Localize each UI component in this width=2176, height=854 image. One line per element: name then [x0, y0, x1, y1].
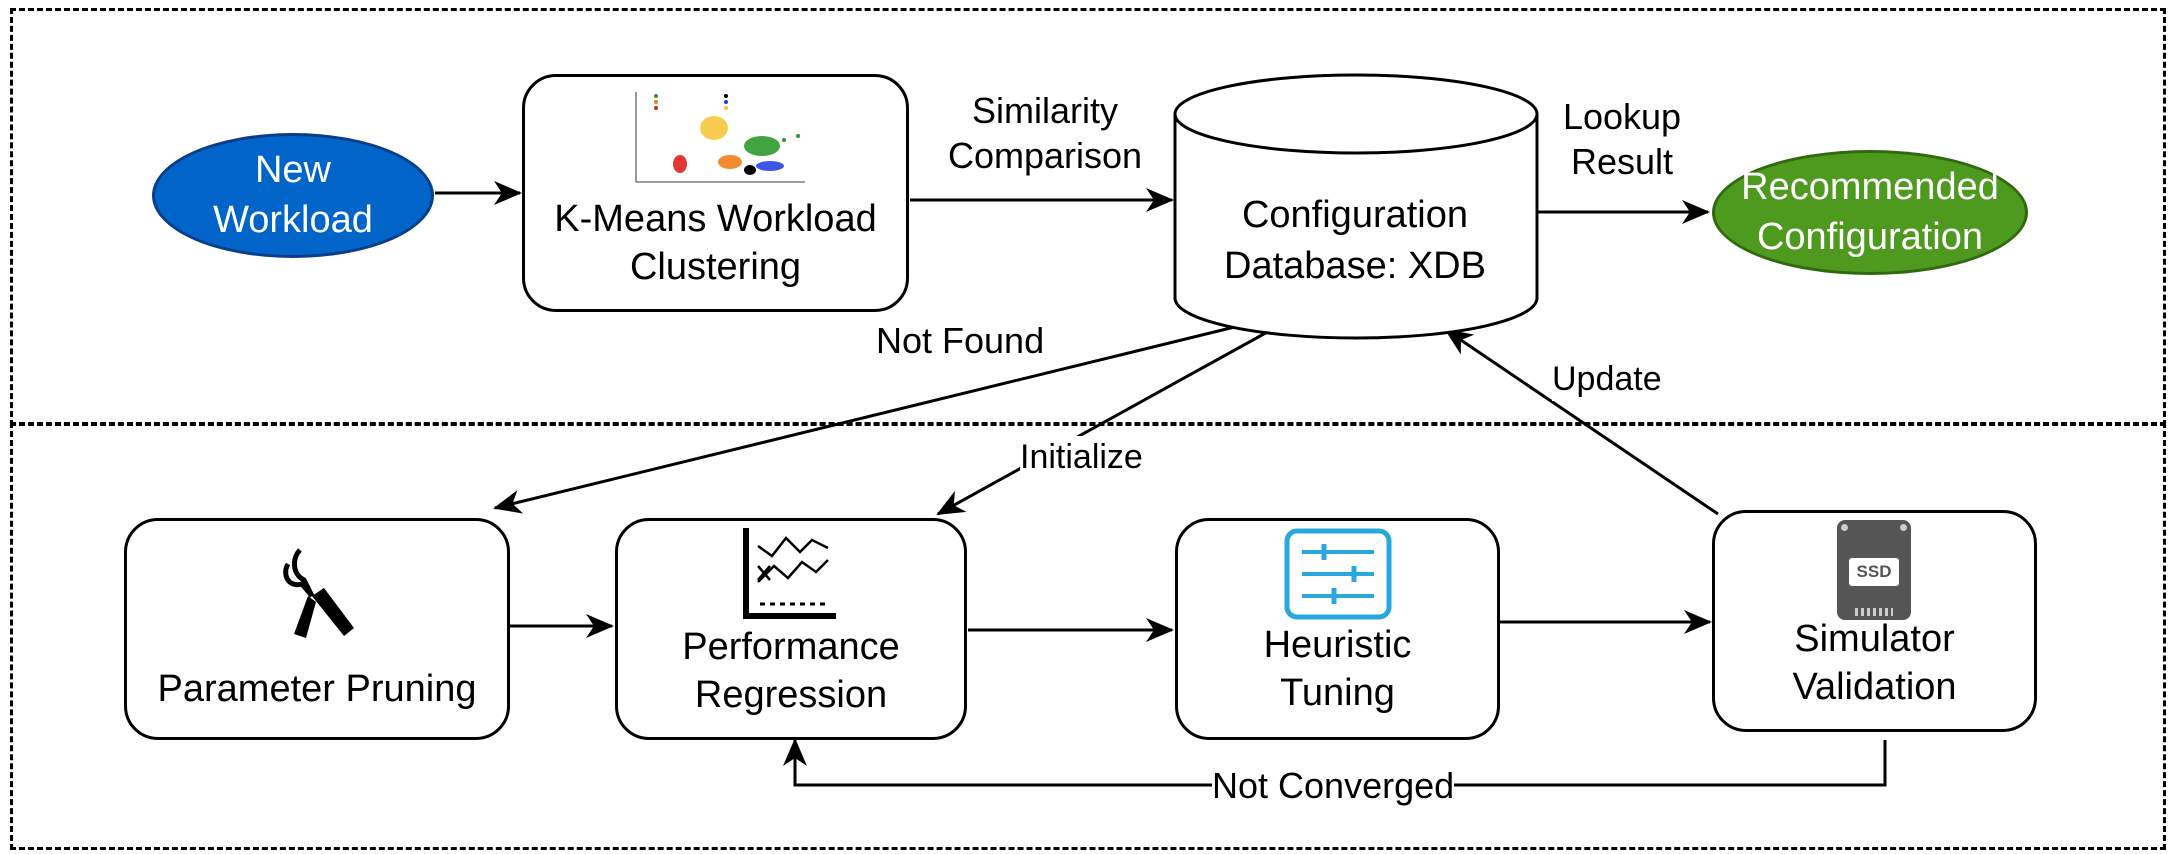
not-found-label: Not Found: [876, 318, 1045, 363]
simulator-label: Simulator Validation: [1792, 618, 1957, 708]
recommended-label: Recommended Configuration: [1741, 166, 1999, 258]
bottom-region-frame: [10, 422, 2166, 850]
recommended-configuration-node: Recommended Configuration: [1712, 150, 2028, 275]
lookup-result-label: Lookup Result: [1562, 96, 1682, 182]
new-workload-label: New Workload: [213, 149, 373, 241]
configuration-database-node: [1173, 73, 1539, 340]
ssd-icon: SSD: [1837, 520, 1911, 620]
arrow-database-regression: [936, 323, 1281, 516]
update-label: Update: [1552, 358, 1662, 401]
line-chart-icon: [743, 528, 836, 619]
database-label: Configuration Database: XDB: [1224, 194, 1486, 288]
sliders-icon: [1284, 528, 1392, 620]
arrow-head-not-converged: [783, 738, 807, 766]
performance-regression-node: Performance Regression: [615, 518, 967, 740]
cluster-scatter-thumbnail: [630, 90, 810, 190]
parameter-pruning-node: Parameter Pruning: [124, 518, 510, 740]
similarity-comparison-label: Similarity Comparison: [940, 88, 1150, 178]
kmeans-label: K-Means Workload Clustering: [554, 198, 877, 288]
arrow-simulator-database: [1444, 328, 1719, 516]
regression-label: Performance Regression: [682, 626, 900, 716]
tuning-label: Heuristic Tuning: [1263, 624, 1412, 714]
ssd-text: SSD: [1849, 558, 1899, 586]
new-workload-node: New Workload: [152, 133, 434, 258]
pruning-label: Parameter Pruning: [157, 668, 477, 711]
scissors-icon: [283, 548, 354, 639]
initialize-label: Initialize: [1020, 436, 1143, 479]
arrow-database-pruning: [493, 320, 1256, 514]
not-converged-label: Not Converged: [1212, 763, 1455, 808]
